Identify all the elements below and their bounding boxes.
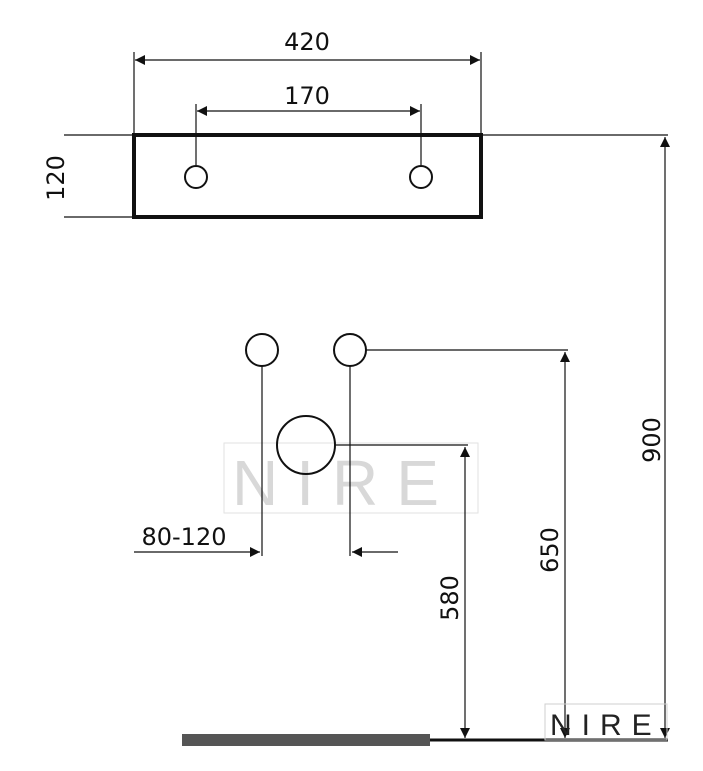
dimension-depth-label: 120 xyxy=(42,155,70,201)
dimension-width xyxy=(133,52,482,133)
dimension-hole-spacing-label: 170 xyxy=(284,82,330,110)
watermark-center: NIRE xyxy=(223,442,479,519)
watermark-corner: NIRE xyxy=(544,703,668,742)
dimension-pipe-spacing-label: 80-120 xyxy=(141,523,226,551)
supply-pipe-right xyxy=(333,333,367,367)
dimension-depth xyxy=(64,134,132,218)
dimension-width-label: 420 xyxy=(284,28,330,56)
watermark-center-text: NIRE xyxy=(232,447,457,519)
dimension-hole-spacing xyxy=(195,104,422,165)
watermark-corner-text: NIRE xyxy=(550,709,662,742)
dimension-top-height xyxy=(483,134,670,738)
basin-outline xyxy=(132,133,483,219)
floor-slab xyxy=(182,734,430,746)
dimension-supply-height-label: 650 xyxy=(536,527,564,573)
dimension-pipe-spacing xyxy=(134,366,398,557)
mounting-hole-left xyxy=(184,165,208,189)
dimension-drain-height-label: 580 xyxy=(436,575,464,621)
dimension-drain-height xyxy=(335,444,470,738)
supply-pipe-left xyxy=(245,333,279,367)
mounting-hole-right xyxy=(409,165,433,189)
dimension-supply-height xyxy=(366,349,570,738)
dimension-top-height-label: 900 xyxy=(638,417,666,463)
